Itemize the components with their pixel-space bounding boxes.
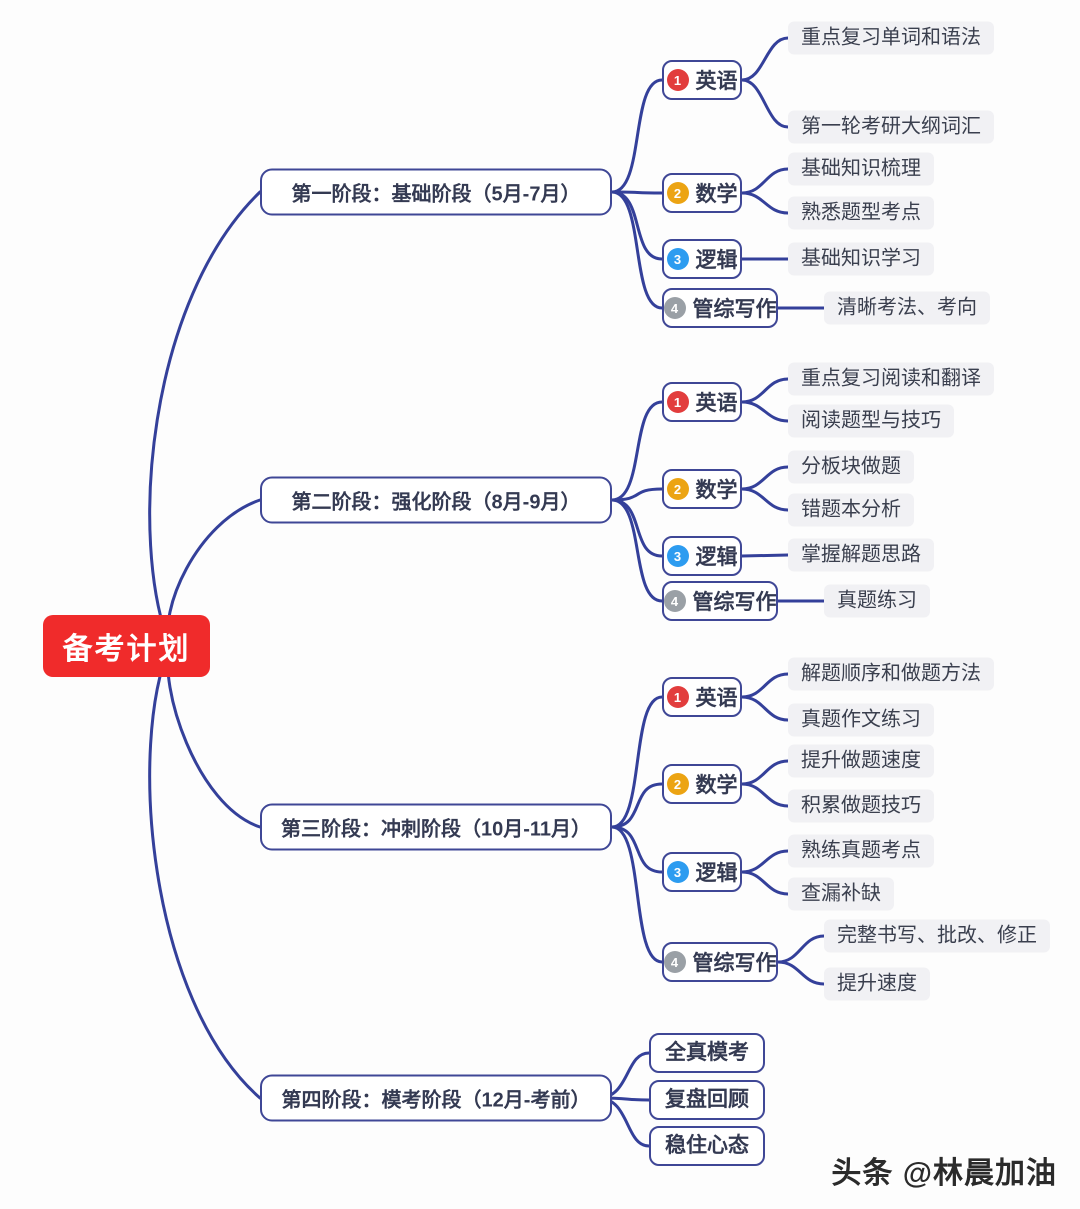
connector-line <box>740 870 790 896</box>
connector-line <box>740 167 790 195</box>
stage-2-leaf-2-1[interactable]: 分板块做题 <box>788 450 914 484</box>
stage-1-leaf-3-1[interactable]: 基础知识学习 <box>788 242 934 276</box>
number-badge-icon: 4 <box>663 590 686 612</box>
stage-3-subject-4[interactable]: 4 管综写作 <box>662 942 778 982</box>
stage-1-leaf-2-1[interactable]: 基础知识梳理 <box>788 152 934 186</box>
stage-1-subject-3[interactable]: 3 逻辑 <box>662 239 742 279</box>
stage-2-subject-1[interactable]: 1 英语 <box>662 382 742 422</box>
stage-1-leaf-4-1[interactable]: 清晰考法、考向 <box>824 291 990 325</box>
stage-1-node[interactable]: 第一阶段：基础阶段（5月-7月） <box>260 168 612 216</box>
stage-1-leaf-1-1[interactable]: 重点复习单词和语法 <box>788 21 994 55</box>
stage-2-node[interactable]: 第二阶段：强化阶段（8月-9月） <box>260 476 612 524</box>
subject-label: 管综写作 <box>692 952 777 975</box>
subject-label: 数学 <box>695 774 738 797</box>
connector-line <box>740 782 790 808</box>
root-node[interactable]: 备考计划 <box>43 615 210 677</box>
stage-4-leaf-2[interactable]: 复盘回顾 <box>649 1080 765 1120</box>
connector-line <box>740 377 790 404</box>
subject-label: 英语 <box>695 392 738 415</box>
connector-line <box>610 78 664 194</box>
number-badge-icon: 1 <box>666 391 689 413</box>
connector-line <box>610 487 664 502</box>
connector-line <box>610 782 664 829</box>
connector-line <box>740 78 790 129</box>
connector-line <box>740 553 790 558</box>
connector-line <box>610 190 664 310</box>
connector-line <box>740 849 790 874</box>
connector-line <box>610 498 664 603</box>
stage-2-leaf-2-2[interactable]: 错题本分析 <box>788 493 914 527</box>
connector-line <box>776 934 826 964</box>
connector-line <box>776 960 826 986</box>
number-badge-icon: 2 <box>666 773 689 795</box>
stage-4-leaf-1[interactable]: 全真模考 <box>649 1033 765 1073</box>
stage-1-leaf-1-2[interactable]: 第一轮考研大纲词汇 <box>788 110 994 144</box>
stage-2-leaf-4-1[interactable]: 真题练习 <box>824 584 930 618</box>
number-badge-icon: 1 <box>666 686 689 708</box>
stage-2-leaf-1-1[interactable]: 重点复习阅读和翻译 <box>788 362 994 396</box>
stage-3-subject-2[interactable]: 2 数学 <box>662 764 742 804</box>
watermark-text: 头条 @林晨加油 <box>831 1157 1057 1190</box>
subject-label: 英语 <box>695 70 738 93</box>
subject-label: 数学 <box>695 183 738 206</box>
stage-3-leaf-2-1[interactable]: 提升做题速度 <box>788 744 934 778</box>
connector-line <box>740 465 790 491</box>
stage-3-leaf-3-2[interactable]: 查漏补缺 <box>788 877 894 911</box>
stage-3-node[interactable]: 第三阶段：冲刺阶段（10月-11月） <box>260 803 612 851</box>
stage-3-leaf-4-1[interactable]: 完整书写、批改、修正 <box>824 919 1050 953</box>
stage-3-subject-1[interactable]: 1 英语 <box>662 677 742 717</box>
subject-label: 逻辑 <box>695 862 738 885</box>
connector-line <box>740 487 790 512</box>
stage-2-subject-2[interactable]: 2 数学 <box>662 469 742 509</box>
subject-label: 数学 <box>695 479 738 502</box>
stage-1-leaf-2-2[interactable]: 熟悉题型考点 <box>788 196 934 230</box>
number-badge-icon: 3 <box>666 248 689 270</box>
stage-3-leaf-2-2[interactable]: 积累做题技巧 <box>788 789 934 823</box>
subject-label: 逻辑 <box>695 249 738 272</box>
subject-label: 管综写作 <box>692 591 777 614</box>
stage-4-leaf-3[interactable]: 稳住心态 <box>649 1126 765 1166</box>
stage-2-leaf-1-2[interactable]: 阅读题型与技巧 <box>788 404 954 438</box>
subject-label: 管综写作 <box>692 298 777 321</box>
connector-line <box>740 36 790 82</box>
number-badge-icon: 2 <box>666 182 689 204</box>
stage-3-leaf-1-2[interactable]: 真题作文练习 <box>788 703 934 737</box>
stage-1-subject-1[interactable]: 1 英语 <box>662 60 742 100</box>
connector-line <box>740 400 790 423</box>
subject-label: 英语 <box>695 687 738 710</box>
connector-line <box>740 191 790 215</box>
connector-line <box>740 759 790 786</box>
connector-line <box>610 825 664 874</box>
stage-3-subject-3[interactable]: 3 逻辑 <box>662 852 742 892</box>
connector-line <box>148 190 262 648</box>
stage-2-subject-4[interactable]: 4 管综写作 <box>662 581 778 621</box>
stage-2-subject-3[interactable]: 3 逻辑 <box>662 536 742 576</box>
number-badge-icon: 1 <box>666 69 689 91</box>
stage-2-leaf-3-1[interactable]: 掌握解题思路 <box>788 538 934 572</box>
stage-4-node[interactable]: 第四阶段：模考阶段（12月-考前） <box>260 1074 612 1122</box>
connector-line <box>610 695 664 829</box>
stage-3-leaf-3-1[interactable]: 熟练真题考点 <box>788 834 934 868</box>
connector-line <box>610 400 664 502</box>
number-badge-icon: 2 <box>666 478 689 500</box>
connector-line <box>740 672 790 699</box>
connector-line <box>610 825 664 964</box>
connector-line <box>148 644 262 1100</box>
stage-3-leaf-1-1[interactable]: 解题顺序和做题方法 <box>788 657 994 691</box>
stage-3-leaf-4-2[interactable]: 提升速度 <box>824 967 930 1001</box>
connector-line <box>740 695 790 722</box>
number-badge-icon: 4 <box>663 297 686 319</box>
subject-label: 逻辑 <box>695 546 738 569</box>
number-badge-icon: 4 <box>663 951 686 973</box>
stage-1-subject-2[interactable]: 2 数学 <box>662 173 742 213</box>
number-badge-icon: 3 <box>666 861 689 883</box>
number-badge-icon: 3 <box>666 545 689 567</box>
stage-1-subject-4[interactable]: 4 管综写作 <box>662 288 778 328</box>
